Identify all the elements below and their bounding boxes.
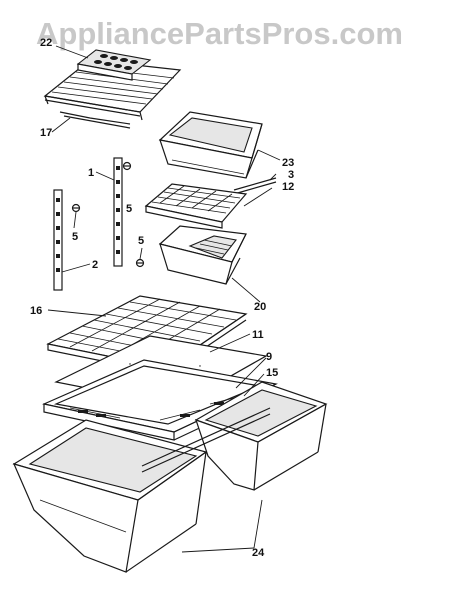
top-wire-shelf (43, 59, 182, 129)
shelf-ladder-right (113, 157, 123, 267)
screw-icon (122, 161, 132, 171)
callout-3: 3 (288, 169, 294, 181)
callout-5-upper: 5 (126, 203, 132, 215)
callout-1: 1 (88, 167, 94, 179)
deli-drawer-top (158, 111, 263, 179)
callout-24: 24 (252, 547, 265, 559)
callout-2: 2 (92, 259, 98, 271)
callout-11: 11 (252, 329, 264, 341)
crisper-frame (42, 359, 278, 441)
callout-20: 20 (254, 301, 266, 313)
callout-15: 15 (266, 367, 278, 379)
drawer-rail (233, 177, 277, 195)
callout-17: 17 (40, 127, 52, 139)
drawer-front-rail (141, 407, 271, 473)
shelf-ladder-left (53, 189, 63, 291)
crisper-drawer-left (12, 419, 208, 573)
watermark-text: AppliancePartsPros.com (36, 16, 403, 51)
leader-lines (47, 45, 281, 553)
callout-16: 16 (30, 305, 42, 317)
small-wire-shelf (144, 183, 248, 229)
callout-9: 9 (266, 351, 272, 363)
egg-tray (76, 49, 152, 81)
callout-22: 22 (40, 37, 52, 49)
callout-5-left: 5 (72, 231, 78, 243)
screw-icon (135, 258, 145, 268)
callout-12: 12 (282, 181, 294, 193)
callout-5-lower: 5 (138, 235, 144, 247)
screw-icon (71, 203, 81, 213)
callout-23: 23 (282, 157, 294, 169)
meat-drawer (158, 225, 247, 285)
screw-icons (71, 161, 145, 268)
